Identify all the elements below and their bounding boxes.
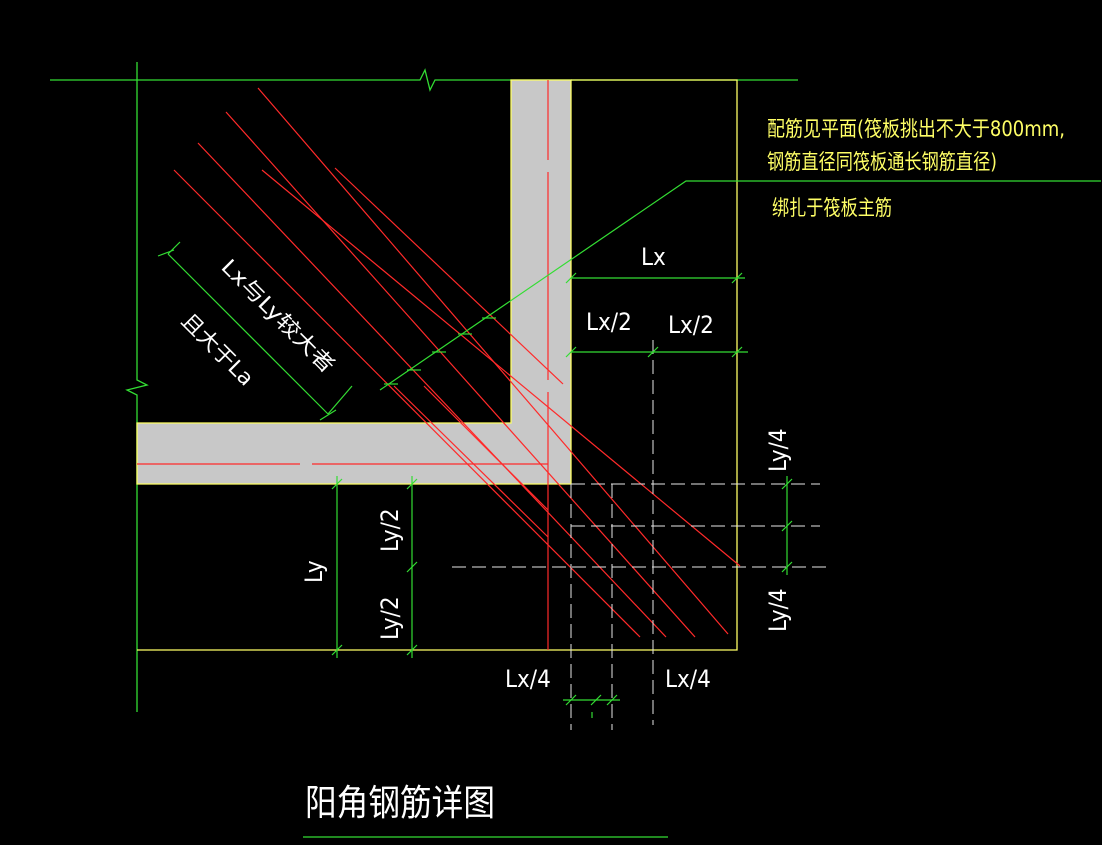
- annotation-line-1: 配筋见平面(筏板挑出不大于800mm,: [767, 117, 1065, 141]
- wall-centerlines: [137, 80, 549, 650]
- slab-outline: [137, 79, 738, 651]
- dim-ly: Ly: [300, 560, 328, 583]
- dim-lx-quarter-left: Lx/4: [505, 665, 551, 693]
- dimension-lines: [157, 180, 1101, 718]
- diagonal-rebars: [173, 87, 741, 638]
- dim-ly-half-bottom: Ly/2: [376, 596, 404, 640]
- annotation-line-2: 钢筋直径同筏板通长钢筋直径): [767, 150, 997, 174]
- diag-label-2: 且大于La: [176, 309, 258, 391]
- dim-lx-half-right: Lx/2: [668, 311, 714, 339]
- dim-ly-quarter-bottom: Ly/4: [764, 588, 792, 632]
- dim-lx-quarter-right: Lx/4: [665, 665, 711, 693]
- boundary-lines: [50, 62, 798, 712]
- dim-ly-half-top: Ly/2: [376, 508, 404, 552]
- wall-section: [136, 79, 572, 485]
- page-title: 阳角钢筋详图: [305, 783, 495, 824]
- dim-lx: Lx: [641, 243, 666, 271]
- dim-ly-quarter-top: Ly/4: [764, 428, 792, 472]
- annotation-line-3: 绑扎于筏板主筋: [772, 196, 892, 220]
- dim-lx-half-left: Lx/2: [586, 308, 632, 336]
- hidden-lines: [452, 340, 830, 730]
